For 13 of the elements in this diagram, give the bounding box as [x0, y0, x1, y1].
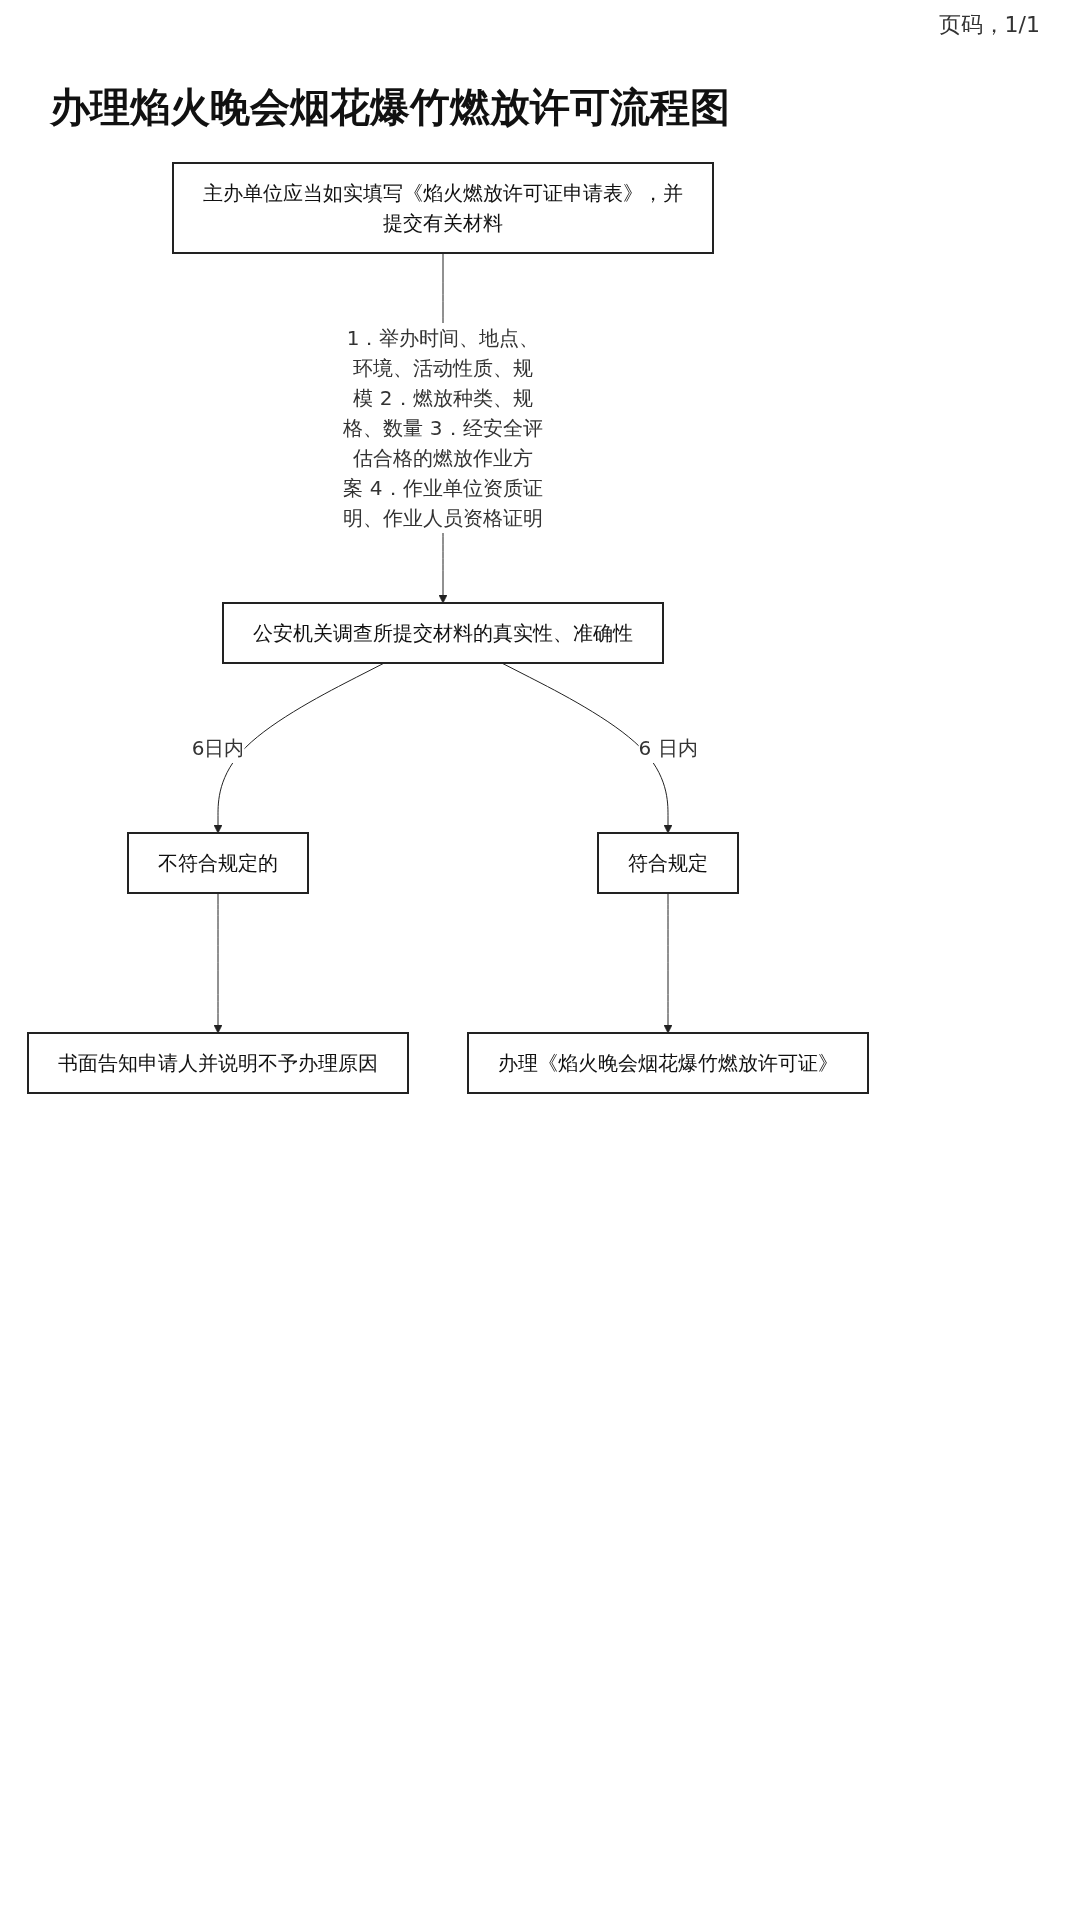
- page-number: 页码，1/1: [938, 12, 1040, 37]
- node-box: 不符合规定的: [127, 832, 309, 894]
- node-box: 公安机关调查所提交材料的真实性、准确性: [222, 602, 664, 664]
- node-box: 办理《焰火晚会烟花爆竹燃放许可证》: [467, 1032, 869, 1094]
- node-box: 符合规定: [597, 832, 739, 894]
- node-box: 主办单位应当如实填写《焰火燃放许可证申请表》，并提交有关材料: [172, 162, 714, 254]
- arrow: [213, 892, 223, 1034]
- edge-label: 6 日内: [638, 736, 698, 760]
- edge-label: 1．举办时间、地点、环境、活动性质、规模 2．燃放种类、规格、数量 3．经安全评估合格的燃放作业方案 4．作业单位资质证明、作业人员资格证明: [343, 326, 543, 530]
- edge-label: 6日内: [191, 736, 245, 760]
- arrow: [663, 892, 673, 1034]
- node-box: 书面告知申请人并说明不予办理原因: [27, 1032, 409, 1094]
- diagram-title: 办理焰火晚会烟花爆竹燃放许可流程图: [50, 83, 731, 132]
